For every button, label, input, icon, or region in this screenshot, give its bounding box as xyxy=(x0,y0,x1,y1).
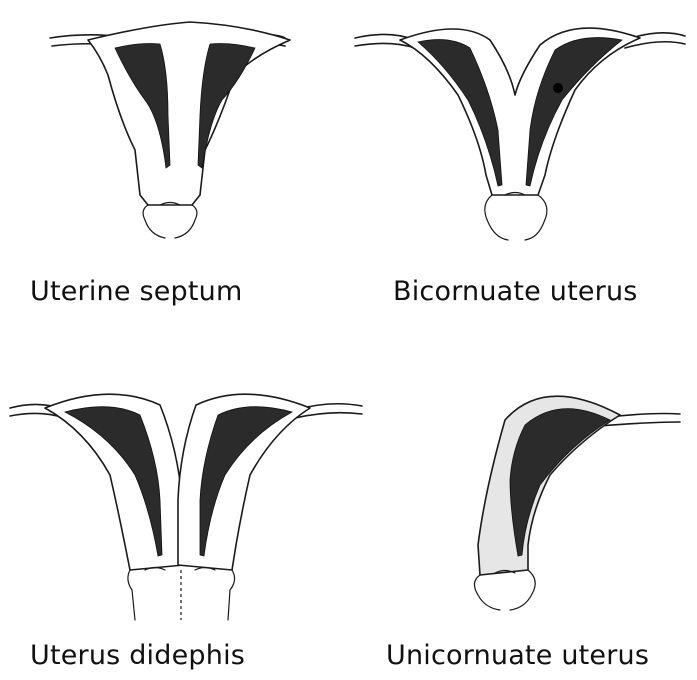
caption-unicornuate: Unicornuate uterus xyxy=(386,640,649,671)
caption-septate: Uterine septum xyxy=(30,276,243,307)
caption-didelphys: Uterus didephis xyxy=(30,640,245,671)
septate-uterus-diagram xyxy=(0,0,340,250)
didelphys-uterus-diagram xyxy=(0,370,360,620)
caption-bicornuate: Bicornuate uterus xyxy=(393,276,638,307)
bicornuate-uterus-diagram xyxy=(340,0,697,250)
unicornuate-uterus-diagram xyxy=(360,370,697,620)
